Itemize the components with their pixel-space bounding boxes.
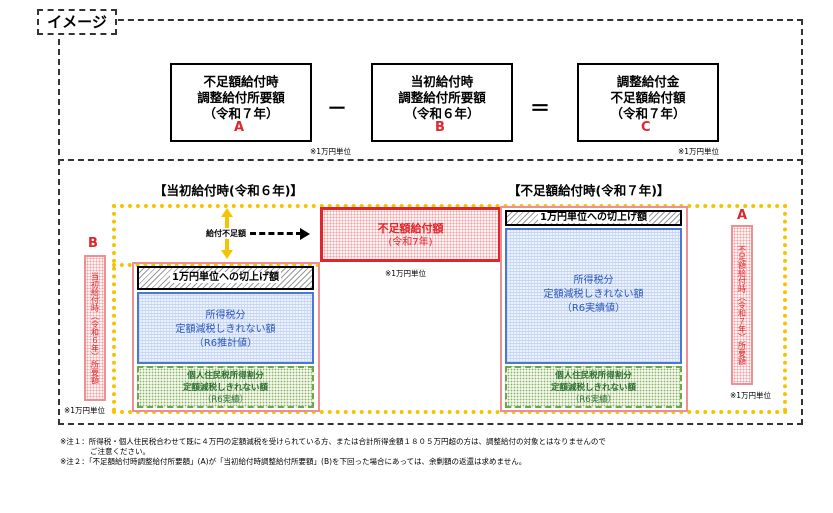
shortfall-box: 不足額給付額 (令和7年) [320, 207, 501, 262]
mid-dotted-line [112, 263, 320, 267]
note-1-cont: ご注意ください。 [90, 447, 150, 456]
formula-a-line3: （令和７年） [203, 105, 279, 121]
bottom-dotted-line [112, 410, 788, 414]
shortfall-box-line2: (令和7年) [388, 237, 433, 248]
unit-note-a: ※1万円単位 [310, 147, 352, 156]
formula-box-a: 不足額給付時 調整給付所要額 （令和７年） A [170, 63, 312, 142]
right-column [500, 206, 688, 412]
equals-sign: ＝ [530, 96, 550, 120]
left-income-tax-line2: 定額減税しきれない額 [175, 324, 276, 335]
formula-c-tag: C [641, 120, 651, 136]
left-resident-tax-line3: （R6実績） [202, 395, 249, 405]
shortfall-unit-note: ※1万円単位 [385, 269, 427, 278]
right-tag-a: A [737, 208, 748, 223]
formula-a-line2: 調整給付所要額 [197, 89, 285, 105]
left-income-tax-line3: （R6推計値） [193, 338, 258, 349]
left-column [132, 262, 320, 412]
shortfall-arrow-up-icon [221, 208, 233, 217]
left-resident-tax-line2: 定額減税しきれない額 [182, 383, 268, 393]
note-2: ※注２：「不足額給付時調整給付所要額」(A)が「当初給付時調整給付所要額」(B)… [60, 457, 527, 466]
shortfall-arrow-down-icon [221, 250, 233, 259]
right-roundup-box: 1万円単位への切上げ額 [505, 210, 682, 226]
left-income-tax-box: 所得税分 定額減税しきれない額 （R6推計値） [137, 292, 314, 364]
right-unit-note: ※1万円単位 [730, 391, 772, 400]
right-income-tax-line1: 所得税分 [573, 275, 614, 286]
notes: ※注１：所得税・個人住民税合わせて既に４万円の定額減税を受けられている方、または… [60, 437, 820, 467]
shortfall-label: 給付不足額 [206, 228, 246, 239]
image-label: イメージ [37, 9, 117, 35]
shortfall-box-line1: 不足額給付額 [377, 222, 444, 235]
right-resident-tax-box: 個人住民税所得割分 定額減税しきれない額 （R6実績） [505, 366, 682, 408]
right-income-tax-line2: 定額減税しきれない額 [543, 289, 644, 300]
formula-b-tag: B [435, 120, 445, 136]
minus-sign: － [327, 96, 347, 120]
top-dotted-line [112, 204, 788, 208]
left-roundup-label: 1万円単位への切上げ額 [170, 272, 281, 283]
formula-b-line1: 当初給付時 [410, 73, 474, 89]
formula-c-line3: （令和７年） [610, 105, 686, 121]
formula-a-tag: A [234, 120, 245, 136]
left-tag-b: B [88, 236, 98, 251]
right-resident-tax-line1: 個人住民税所得割分 [555, 371, 632, 381]
formula-box-b: 当初給付時 調整給付所要額 （令和６年） B [371, 63, 513, 142]
left-side-label: 当初給付時（令和６年）所要額 [90, 272, 100, 384]
right-side-label: 不足額給付時（令和７年）所要額 [737, 245, 747, 365]
formula-b-line3: （令和６年） [404, 105, 480, 121]
left-dotted-vline [112, 204, 116, 412]
right-side-label-box: 不足額給付時（令和７年）所要額 [731, 225, 753, 385]
unit-note-c: ※1万円単位 [678, 147, 720, 156]
left-roundup-box: 1万円単位への切上げ額 [137, 266, 314, 290]
right-roundup-label: 1万円単位への切上げ額 [538, 212, 649, 223]
right-income-tax-box: 所得税分 定額減税しきれない額 （R6実績値） [505, 228, 682, 364]
right-resident-tax-line3: （R6実績） [570, 395, 617, 405]
right-section-title: 【不足額給付時(令和７年)】 [508, 183, 670, 198]
right-resident-tax-line2: 定額減税しきれない額 [550, 383, 636, 393]
left-side-label-box: 当初給付時（令和６年）所要額 [84, 255, 106, 401]
frame-divider [58, 159, 803, 161]
left-resident-tax-box: 個人住民税所得割分 定額減税しきれない額 （R6実績） [137, 366, 314, 408]
left-resident-tax-line1: 個人住民税所得割分 [187, 371, 264, 381]
right-dotted-vline [783, 204, 787, 412]
formula-b-line2: 調整給付所要額 [398, 89, 486, 105]
formula-c-line1: 調整給付金 [616, 73, 680, 89]
note-1: ※注１：所得税・個人住民税合わせて既に４万円の定額減税を受けられている方、または… [60, 437, 606, 446]
dashed-arrow-line [250, 232, 302, 235]
image-frame [58, 19, 803, 425]
left-income-tax-line1: 所得税分 [205, 310, 246, 321]
left-section-title: 【当初給付時(令和６年)】 [154, 183, 303, 198]
formula-a-line1: 不足額給付時 [203, 73, 279, 89]
formula-c-line2: 不足額給付額 [610, 89, 686, 105]
dashed-arrow-head-icon [300, 228, 310, 240]
right-income-tax-line3: （R6実績値） [561, 303, 626, 314]
formula-box-c: 調整給付金 不足額給付額 （令和７年） C [577, 63, 719, 142]
left-unit-note: ※1万円単位 [64, 406, 106, 415]
